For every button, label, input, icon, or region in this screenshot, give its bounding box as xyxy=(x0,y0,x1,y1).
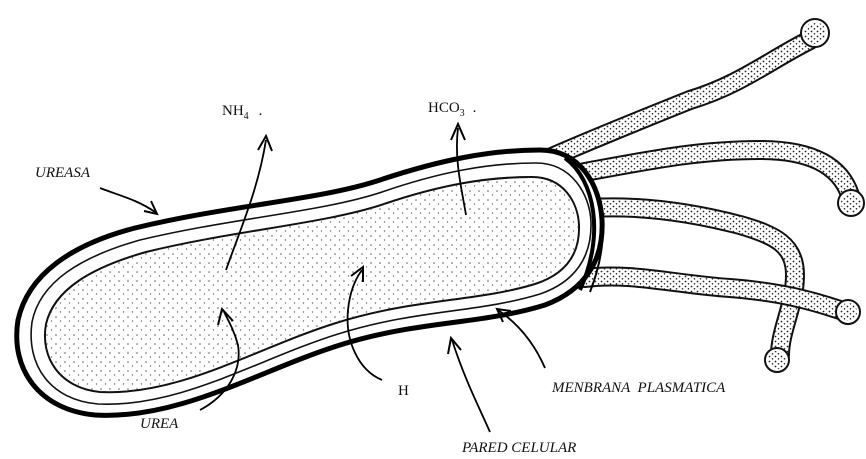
arrow-pared xyxy=(452,340,490,432)
label-hco3: HCO3. xyxy=(428,100,476,119)
label-urea: UREA xyxy=(140,416,179,432)
label-nh4: NH4. xyxy=(222,103,262,122)
label-h: H xyxy=(398,383,409,399)
label-pared-celular: PARED CELULAR xyxy=(461,440,576,456)
flagellum-4 xyxy=(585,276,860,324)
label-ureasa: UREASA xyxy=(35,165,91,181)
flagellum-1 xyxy=(545,19,829,160)
label-membrana-plasmatica: MENBRANA PLASMATICA xyxy=(551,380,726,396)
arrow-membrana xyxy=(498,310,545,368)
arrow-ureasa xyxy=(100,188,155,212)
